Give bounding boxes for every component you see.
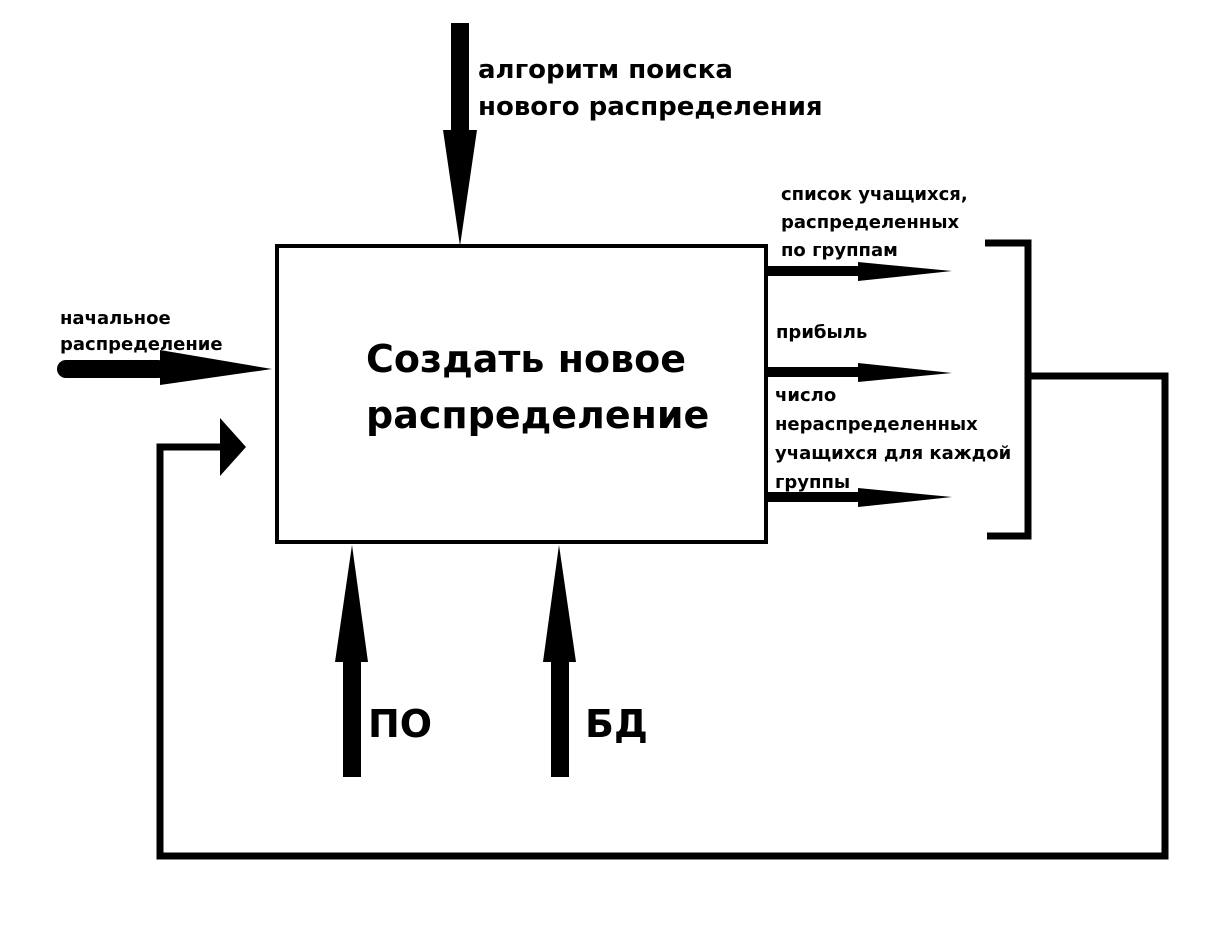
mechanism-label-1: ПО [368, 702, 433, 746]
feedback-loop-line [156, 372, 1169, 860]
mechanism-arrow-2 [543, 545, 576, 777]
control-arrow [443, 23, 477, 246]
output-label-1: список учащихся, распределенных по групп… [781, 184, 968, 261]
output-bracket [985, 239, 1032, 540]
output-arrow-1 [768, 262, 952, 281]
mechanism-arrow-1 [335, 545, 368, 777]
output-arrow-3 [768, 488, 952, 507]
control-label: алгоритм поиска нового распределения [478, 55, 823, 122]
input-arrow [57, 350, 272, 385]
feedback-loop-arrowhead [220, 418, 246, 476]
function-box [275, 244, 768, 544]
output-arrow-2 [768, 363, 952, 382]
input-label: начальное распределение [60, 308, 223, 355]
mechanism-label-2: БД [585, 702, 648, 746]
output-label-3: число нераспределенных учащихся для кажд… [775, 385, 1012, 493]
function-box-title: Создать новое распределение [366, 337, 710, 437]
output-label-2: прибыль [776, 322, 868, 343]
